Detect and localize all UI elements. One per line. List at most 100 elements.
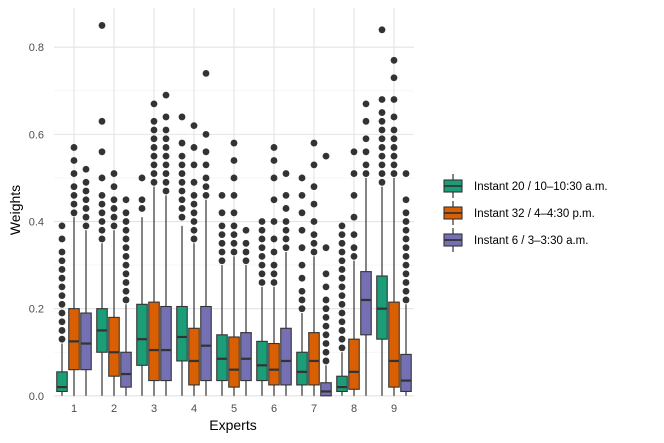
outlier-point [338,231,346,238]
outlier-point [338,274,346,282]
outlier-point [298,296,306,304]
outlier-point [322,357,330,365]
outlier-point [218,222,226,230]
outlier-point [58,257,66,265]
outlier-point [82,187,90,195]
outlier-point [350,252,358,260]
outlier-point [390,56,398,64]
outlier-point [378,135,386,143]
outlier-point [270,144,278,151]
outlier-point [162,170,170,177]
outlier-point [110,183,118,191]
outlier-point [298,261,306,269]
outlier-point [122,287,130,295]
box [280,327,292,386]
outlier-point [58,318,66,326]
outlier-point [178,152,186,160]
outlier-point [162,187,170,195]
outlier-point [338,309,346,317]
box-group [240,226,252,396]
outlier-point [58,309,66,317]
outlier-point [282,205,290,212]
outlier-point [122,196,130,204]
outlier-point [150,126,158,134]
outlier-point [322,340,330,347]
outlier-point [58,248,66,256]
legend-label: Instant 32 / 4–4:30 p.m. [474,208,595,220]
outlier-point [178,196,186,204]
outlier-point [310,248,318,256]
outlier-point [402,196,410,204]
outlier-point [402,209,410,217]
outlier-point [122,244,130,252]
outlier-point [298,274,306,282]
outlier-point [202,148,210,156]
outlier-point [338,335,346,343]
outlier-point [190,200,198,208]
box-group [388,56,400,396]
outlier-point [258,244,266,252]
outlier-point [178,205,186,212]
box [256,340,268,382]
outlier-point [362,117,370,125]
box-group [216,191,228,396]
box-group [376,26,388,396]
outlier-point [322,305,330,313]
outlier-point [338,318,346,326]
outlier-point [338,344,346,352]
outlier-point [298,209,306,217]
outlier-point [98,200,106,208]
outlier-point [298,287,306,295]
outlier-point [362,170,370,177]
legend-item: Instant 6 / 3–3:30 a.m. [443,228,588,252]
outlier-point [282,235,290,243]
outlier-point [190,235,198,243]
outlier-point [298,226,306,234]
box-group [136,174,148,396]
outlier-point [70,200,78,208]
outlier-point [178,161,186,169]
x-tick-label: 6 [271,403,277,415]
outlier-point [202,69,210,77]
outlier-point [322,152,330,160]
box [388,301,400,388]
outlier-point [230,157,238,164]
outlier-point [70,209,78,217]
x-tick-label: 4 [191,403,197,415]
box [188,327,200,386]
outlier-point [58,335,66,343]
outlier-point [110,213,118,221]
outlier-point [242,248,250,256]
outlier-point [270,248,278,256]
outlier-point [350,231,358,238]
outlier-point [378,126,386,134]
outlier-point [122,279,130,286]
outlier-point [218,248,226,256]
outlier-point [218,231,226,238]
outlier-point [258,270,266,278]
outlier-point [338,248,346,256]
outlier-point [378,26,386,34]
y-tick-label: 0.0 [29,391,44,403]
outlier-point [402,218,410,225]
outlier-point [98,209,106,217]
outlier-point [162,144,170,151]
outlier-point [322,270,330,278]
x-tick-label: 8 [351,403,357,415]
outlier-point [350,244,358,252]
outlier-point [190,209,198,217]
box-group [188,122,200,396]
x-tick-label: 3 [151,403,157,415]
outlier-point [338,266,346,273]
outlier-point [58,274,66,282]
outlier-point [178,213,186,221]
outlier-point [378,109,386,116]
outlier-point [362,161,370,169]
outlier-point [110,222,118,230]
outlier-point [178,113,186,121]
outlier-point [402,261,410,269]
outlier-point [122,261,130,269]
outlier-point [122,218,130,225]
outlier-point [202,161,210,169]
y-tick-label: 0.4 [29,217,44,229]
